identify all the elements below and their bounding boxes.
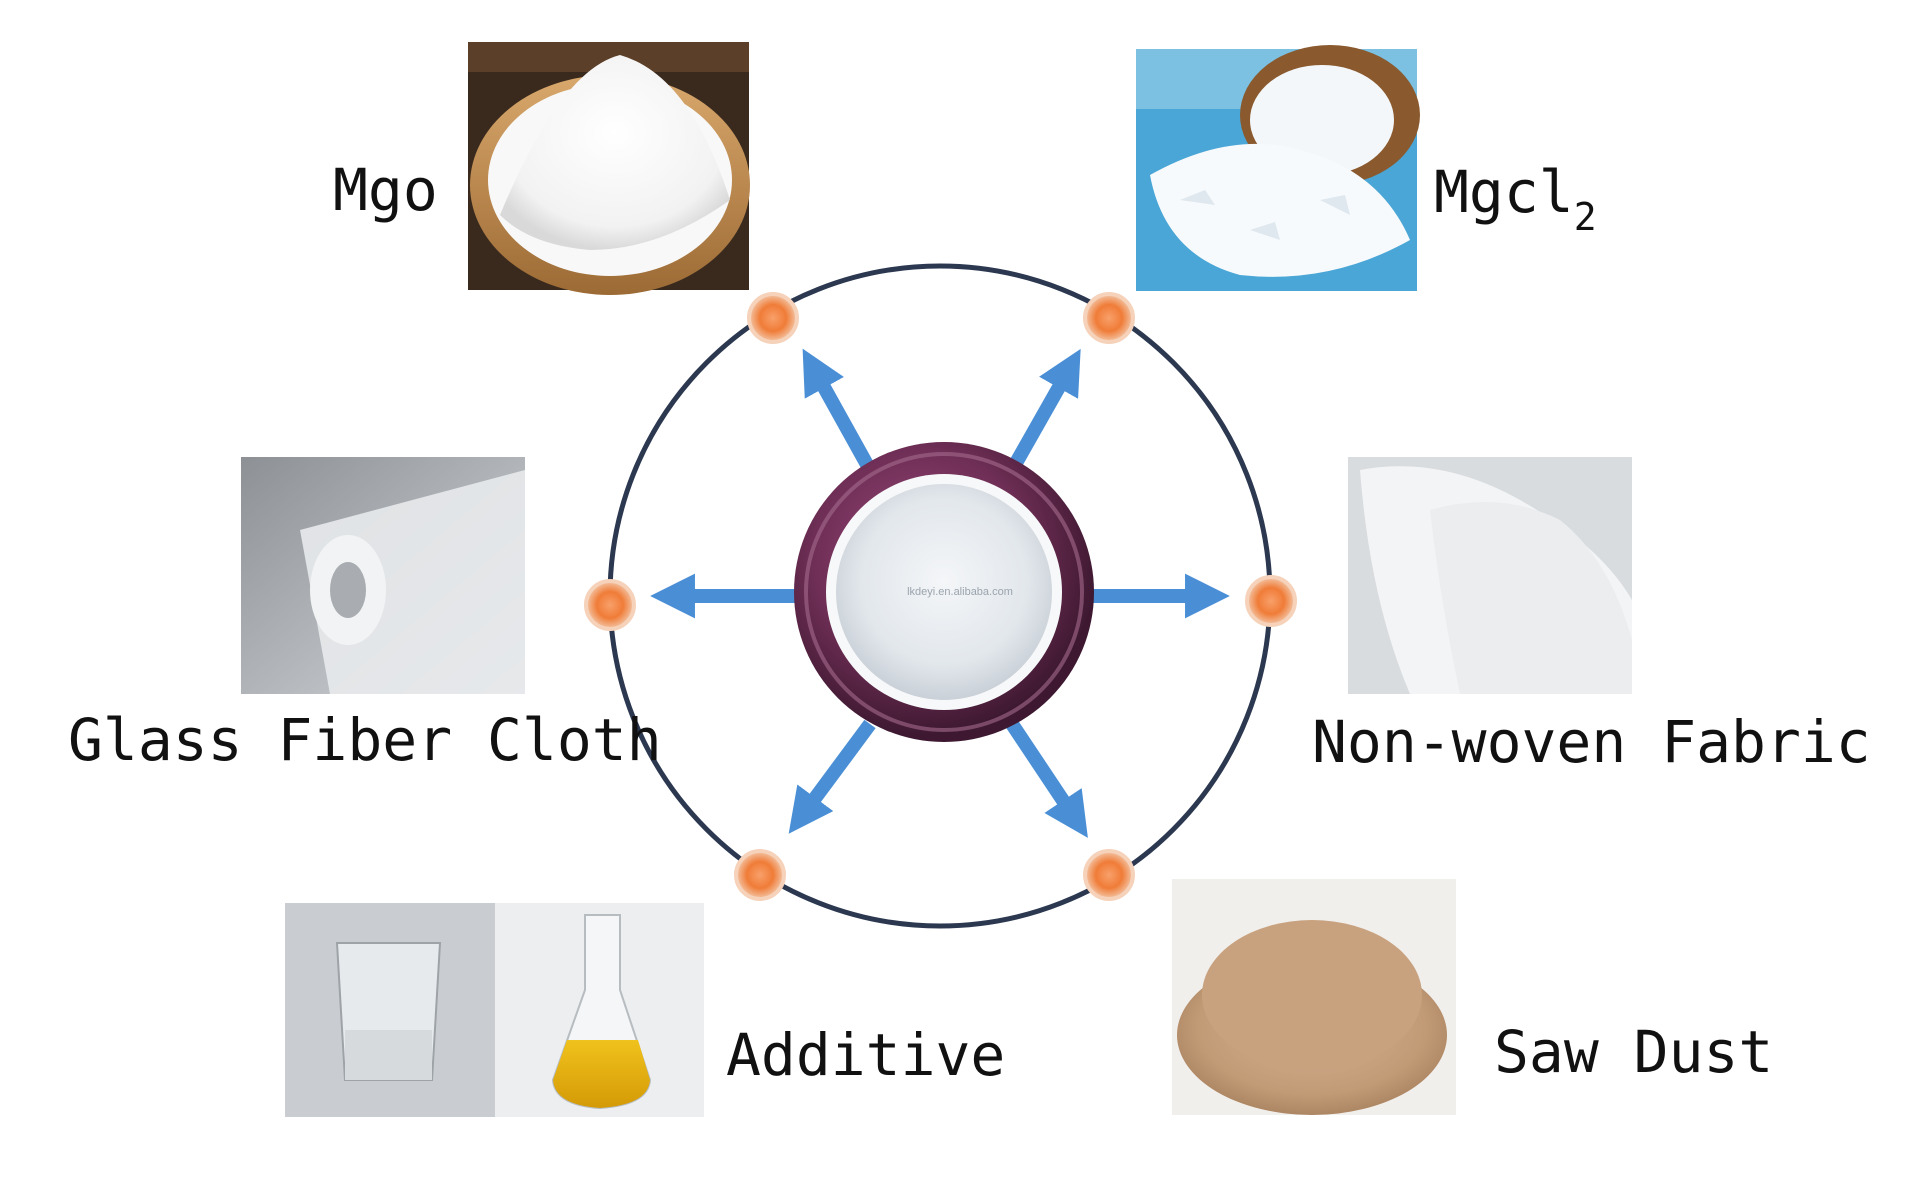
hub-frame-highlight <box>804 452 1084 732</box>
non-woven-fabric-photo <box>1348 457 1632 694</box>
arrow-icon <box>788 719 876 834</box>
non-woven-fabric-label: Non-woven Fabric <box>1312 708 1871 776</box>
hub-watermark: lkdeyi.en.alibaba.com <box>907 586 1013 598</box>
mgcl2-photo <box>1136 45 1420 291</box>
node-dot-icon <box>584 579 636 631</box>
node-dot-icon <box>734 849 786 901</box>
mgo-label: Mgo <box>333 156 438 224</box>
additive-label: Additive <box>726 1021 1005 1089</box>
arrow-icon <box>1006 720 1088 838</box>
saw-dust-photo <box>1172 879 1456 1115</box>
mgo-photo <box>468 42 750 295</box>
center-hub: lkdeyi.en.alibaba.com <box>794 442 1094 742</box>
mgcl2-label: Mgcl2 <box>1434 158 1597 239</box>
node-dot-icon <box>747 292 799 344</box>
glass-fiber-cloth-photo <box>241 457 525 694</box>
arrow-icon <box>802 348 877 474</box>
ring-nodes <box>584 292 1297 901</box>
node-dot-icon <box>1245 575 1297 627</box>
saw-dust-label: Saw Dust <box>1494 1018 1773 1086</box>
node-dot-icon <box>1083 292 1135 344</box>
arrow-icon <box>1005 348 1081 474</box>
arrows <box>650 348 1230 838</box>
additive-photo <box>285 903 704 1117</box>
glass-fiber-cloth-label: Glass Fiber Cloth <box>68 706 662 774</box>
node-dot-icon <box>1083 849 1135 901</box>
hub-glass <box>836 484 1052 700</box>
